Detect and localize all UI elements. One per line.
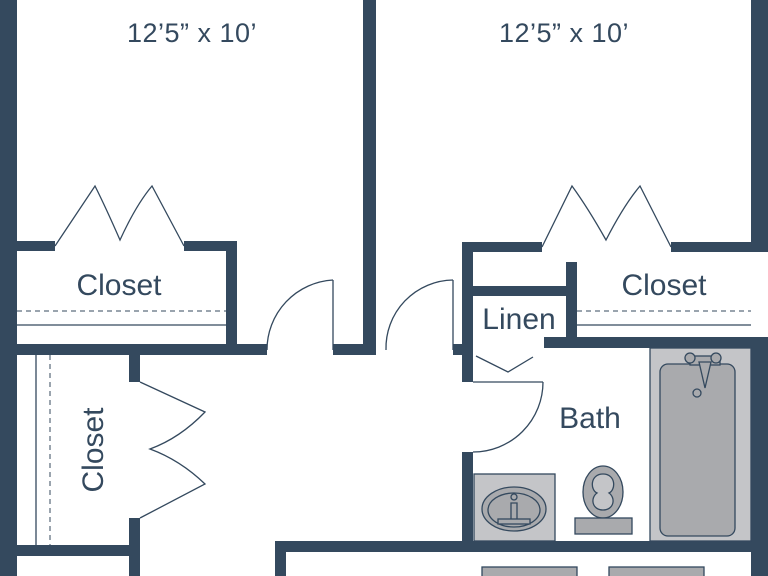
outer-wall-left (0, 0, 17, 576)
sink-drain-icon (510, 493, 518, 501)
hall-wall-b (333, 344, 376, 355)
hall-wall-c (453, 344, 473, 355)
lower-room-left-wall (275, 541, 286, 576)
bedroom-right-dimensions: 12’5” x 10’ (499, 18, 629, 48)
closet-left-front-wall-b (184, 241, 237, 251)
hall-wall-a (0, 344, 267, 355)
bedroom-left-door-swing (266, 279, 334, 351)
closet-right-front-wall-a (462, 242, 542, 252)
outer-wall-right-lower (751, 337, 768, 576)
linen-top-wall (473, 286, 577, 296)
closet-right-label: Closet (621, 269, 707, 302)
closet-hall-label: Closet (77, 407, 110, 493)
closet-shelves (17, 310, 751, 545)
bath-label: Bath (559, 402, 621, 435)
sink-faucet-icon (510, 502, 518, 521)
toilet-seat (591, 473, 615, 511)
bath-top-wall (544, 337, 768, 348)
bath-left-wall (462, 452, 473, 548)
sink-bowl (487, 492, 541, 528)
linen-door (475, 355, 534, 373)
bath-door-swing (472, 381, 544, 453)
linen-label: Linen (482, 303, 555, 336)
closet-left-front-wall-a (17, 241, 55, 251)
counter-left (481, 566, 578, 576)
counter-right (608, 566, 705, 576)
closet-right-side-wall (462, 242, 473, 382)
labels: 12’5” x 10’ 12’5” x 10’ Closet Closet Li… (76, 18, 707, 493)
lower-room-counters (481, 566, 705, 576)
closet-right-bifold-door (541, 184, 672, 248)
bathtub-drain-icon (692, 388, 702, 398)
bedroom-right-door-swing (385, 279, 454, 351)
hall-closet-bottom-wall (0, 545, 140, 556)
hall-closet-right-upper (129, 355, 140, 382)
closet-left-side-wall (226, 241, 237, 355)
closet-left-bifold-door (54, 184, 185, 247)
bedroom-left-dimensions: 12’5” x 10’ (127, 18, 257, 48)
doors (54, 184, 672, 519)
closet-left-label: Closet (76, 269, 162, 302)
outer-wall-right-upper (751, 0, 768, 248)
bathtub-spout-icon (698, 361, 712, 389)
hall-closet-bifold-door (139, 381, 207, 519)
closet-right-front-wall-b (671, 242, 768, 252)
linen-right-wall (566, 262, 577, 347)
sink-faucet-bar (497, 518, 531, 525)
bathtub-handle-left-icon (684, 352, 696, 364)
bedroom-divider-wall (363, 0, 376, 355)
toilet-tank (574, 517, 633, 535)
bath-fixtures (473, 347, 752, 542)
bathtub-handle-right-icon (710, 352, 722, 364)
bath-bottom-wall (275, 541, 768, 552)
